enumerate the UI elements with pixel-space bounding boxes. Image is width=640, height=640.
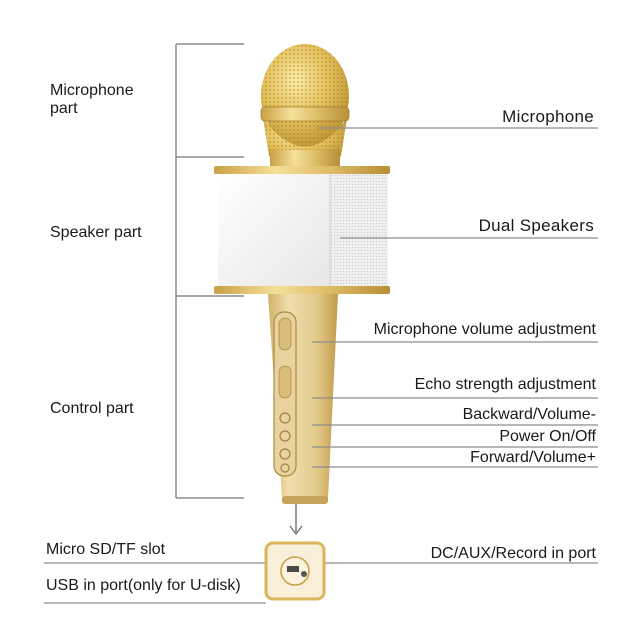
label-usb-port: USB in port(only for U-disk): [46, 577, 241, 594]
bottom-port-closeup: [264, 541, 326, 601]
label-backward-volume: Backward/Volume-: [462, 406, 596, 423]
label-echo-strength: Echo strength adjustment: [414, 376, 596, 393]
microphone-head: [260, 44, 350, 168]
label-dc-aux: DC/AUX/Record in port: [430, 545, 596, 562]
label-mic-volume: Microphone volume adjustment: [373, 321, 596, 338]
speaker-block: [214, 166, 390, 294]
label-speaker-part: Speaker part: [50, 224, 142, 241]
label-power: Power On/Off: [499, 428, 596, 445]
label-control-part: Control part: [50, 400, 134, 417]
label-microphone: Microphone: [502, 107, 594, 126]
right-leader-lines: [312, 127, 598, 468]
port-arrow: [289, 504, 303, 536]
label-forward-volume: Forward/Volume+: [470, 449, 596, 466]
left-brackets: [175, 43, 244, 499]
label-dual-speakers: Dual Speakers: [478, 216, 594, 235]
microphone-handle: [268, 294, 338, 504]
label-sd-slot: Micro SD/TF slot: [46, 541, 166, 558]
label-microphone-part: Microphone part: [50, 82, 134, 118]
